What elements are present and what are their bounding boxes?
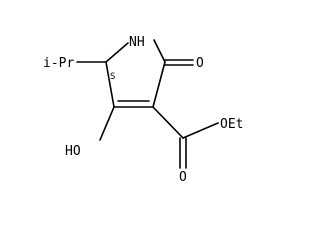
- bond-c4-ho: [99, 106, 115, 141]
- atom-label-nh: NH: [129, 35, 145, 50]
- molecule-diagram: NH i-Pr O S HO OEt O: [43, 35, 244, 185]
- bond-c4-c5: [105, 61, 115, 108]
- bond-c3-cester: [152, 106, 184, 139]
- stereo-descriptor: S: [110, 72, 115, 82]
- structure-canvas: NH i-Pr O S HO OEt O: [43, 35, 243, 185]
- atom-label-hydroxyl: HO: [65, 144, 81, 159]
- bond-c5-n1: [105, 42, 129, 63]
- bonds: [76, 39, 219, 169]
- atom-label-ring-oxygen: O: [196, 56, 204, 71]
- atom-label-ethoxy: OEt: [220, 117, 243, 132]
- bond-cester-oet: [182, 122, 219, 139]
- bond-c2-c3: [152, 61, 166, 108]
- atom-labels: NH i-Pr O S HO OEt O: [43, 35, 243, 185]
- atom-label-ipr: i-Pr: [43, 56, 74, 71]
- bond-n1-c2: [153, 39, 166, 63]
- atom-label-ester-oxygen: O: [179, 170, 187, 185]
